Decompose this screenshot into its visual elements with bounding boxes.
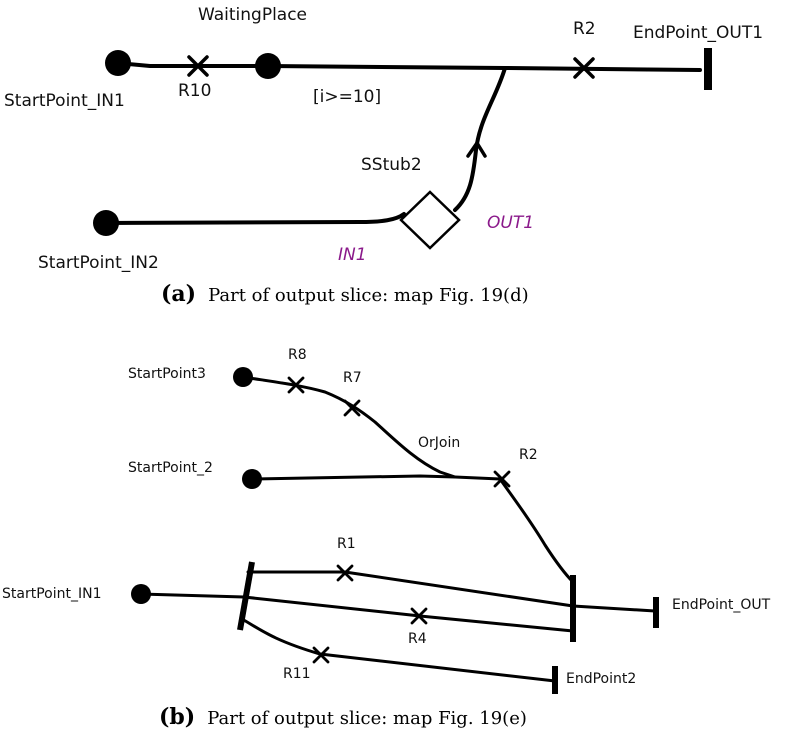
label-orjoin: OrJoin bbox=[418, 435, 460, 451]
label-r11: R11 bbox=[283, 666, 311, 682]
label-r10: R10 bbox=[178, 81, 211, 101]
start-point-in2-node bbox=[93, 210, 119, 236]
caption-a-text: Part of output slice: map Fig. 19(d) bbox=[208, 285, 529, 306]
label-start-point-in2: StartPoint_IN2 bbox=[38, 253, 159, 273]
panel-a: WaitingPlace StartPoint_IN1 R10 [i>=10] … bbox=[4, 5, 763, 307]
r4-cross bbox=[410, 607, 428, 625]
r11-cross bbox=[312, 646, 330, 664]
label-r4: R4 bbox=[408, 631, 427, 647]
label-r7: R7 bbox=[343, 370, 362, 386]
label-start-point-in1-b: StartPoint_IN1 bbox=[2, 586, 101, 602]
path-r4-branch bbox=[242, 595, 575, 633]
r2-cross-b bbox=[493, 470, 511, 488]
panel-b: R8 StartPoint3 R7 OrJoin StartPoint_2 R2… bbox=[2, 347, 771, 730]
path-start2 bbox=[250, 474, 502, 481]
path-main bbox=[116, 61, 702, 72]
label-r1: R1 bbox=[337, 536, 356, 552]
label-r8: R8 bbox=[288, 347, 307, 363]
r10-cross bbox=[187, 55, 209, 77]
label-end-point-out1: EndPoint_OUT1 bbox=[633, 23, 763, 43]
path-branch bbox=[453, 66, 507, 212]
label-waiting-place: WaitingPlace bbox=[198, 5, 307, 25]
start-point-in1-node bbox=[105, 50, 131, 76]
caption-b-text: Part of output slice: map Fig. 19(e) bbox=[207, 708, 527, 729]
path-start3 bbox=[241, 375, 457, 479]
label-start-point-2: StartPoint_2 bbox=[128, 460, 213, 476]
start-point-in1-node-b bbox=[131, 584, 151, 604]
r7-cross bbox=[343, 399, 361, 417]
start-point-2-node bbox=[242, 469, 262, 489]
label-guard: [i>=10] bbox=[313, 87, 381, 107]
path-lower bbox=[104, 212, 406, 225]
label-start-point3: StartPoint3 bbox=[128, 366, 206, 382]
start-point3-node bbox=[233, 367, 253, 387]
port-out1: OUT1 bbox=[487, 213, 534, 233]
caption-b: (b) Part of output slice: map Fig. 19(e) bbox=[159, 704, 527, 730]
path-in1 bbox=[138, 592, 246, 599]
caption-a: (a) Part of output slice: map Fig. 19(d) bbox=[161, 281, 529, 307]
path-r1-branch bbox=[246, 570, 575, 608]
label-end-point-out: EndPoint_OUT bbox=[672, 597, 771, 613]
r1-cross bbox=[336, 564, 354, 582]
label-start-point-in1: StartPoint_IN1 bbox=[4, 91, 125, 111]
label-r2-b: R2 bbox=[519, 447, 538, 463]
path-r2 bbox=[498, 477, 575, 584]
fork-bar bbox=[237, 561, 255, 631]
port-in1: IN1 bbox=[338, 245, 367, 265]
path-end-out bbox=[571, 604, 657, 613]
label-end-point2: EndPoint2 bbox=[566, 671, 636, 687]
r2-cross-a bbox=[573, 57, 595, 79]
caption-a-tag: (a) bbox=[161, 281, 196, 307]
direction-arrow bbox=[466, 141, 487, 158]
label-sstub2: SStub2 bbox=[361, 155, 422, 175]
r8-cross bbox=[287, 376, 305, 394]
caption-b-tag: (b) bbox=[159, 704, 195, 730]
waiting-place-node bbox=[255, 53, 281, 79]
sstub2-diamond bbox=[399, 190, 461, 250]
label-r2-a: R2 bbox=[573, 19, 596, 39]
